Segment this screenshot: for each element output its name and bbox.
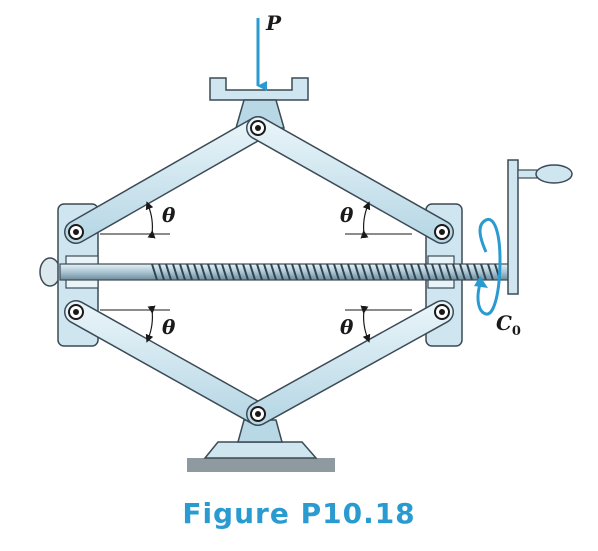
thread-mark xyxy=(256,263,263,281)
thread-mark xyxy=(291,263,298,281)
thread-mark xyxy=(298,263,305,281)
pin-bottom xyxy=(250,406,266,422)
jack-base xyxy=(187,419,335,472)
thread-mark xyxy=(333,263,340,281)
angle-label-lower-left: θ xyxy=(162,315,176,339)
pin-upper-right xyxy=(434,224,450,240)
thread-mark xyxy=(305,263,312,281)
thread-mark xyxy=(326,263,333,281)
thread-mark xyxy=(151,263,158,281)
thread-mark xyxy=(228,263,235,281)
thread-mark xyxy=(487,263,494,281)
crank-handle xyxy=(507,159,573,295)
angle-reference-lines xyxy=(100,233,412,311)
thread-mark xyxy=(375,263,382,281)
thread-mark xyxy=(396,263,403,281)
thread-mark xyxy=(403,263,410,281)
thread-mark xyxy=(473,263,480,281)
thread-mark xyxy=(249,263,256,281)
thread-mark xyxy=(214,263,221,281)
thread-mark xyxy=(172,263,179,281)
lower-left-link xyxy=(64,300,270,426)
thread-mark xyxy=(424,263,431,281)
thread-mark xyxy=(438,263,445,281)
pin-top xyxy=(250,120,266,136)
thread-mark xyxy=(431,263,438,281)
thread-mark xyxy=(340,263,347,281)
thread-mark xyxy=(410,263,417,281)
thread-mark xyxy=(417,263,424,281)
pin-lower-right xyxy=(434,304,450,320)
thread-mark xyxy=(382,263,389,281)
thread-mark xyxy=(466,263,473,281)
thread-mark xyxy=(480,263,487,281)
thread-mark xyxy=(452,263,459,281)
thread-mark xyxy=(221,263,228,281)
thread-mark xyxy=(277,263,284,281)
thread-mark xyxy=(347,263,354,281)
thread-mark xyxy=(459,263,466,281)
load-label: P xyxy=(265,11,282,35)
couple-label-main: C xyxy=(496,311,512,335)
couple-label: C0 xyxy=(496,311,521,339)
load-saddle xyxy=(209,77,309,129)
thread-mark xyxy=(193,263,200,281)
thread-mark xyxy=(284,263,291,281)
couple-label-subscript: 0 xyxy=(512,324,521,339)
upper-right-link xyxy=(246,116,454,244)
thread-mark xyxy=(312,263,319,281)
thread-mark xyxy=(179,263,186,281)
figure-caption: Figure P10.18 xyxy=(182,497,415,530)
thread-mark xyxy=(270,263,277,281)
lead-screw xyxy=(59,263,513,281)
thread-mark xyxy=(165,263,172,281)
angle-label-upper-right: θ xyxy=(340,203,354,227)
thread-mark xyxy=(235,263,242,281)
thread-mark xyxy=(242,263,249,281)
thread-mark xyxy=(207,263,214,281)
pin-joints xyxy=(68,120,450,422)
angle-label-upper-left: θ xyxy=(162,203,176,227)
thread-mark xyxy=(263,263,270,281)
couple-arrow xyxy=(474,217,502,316)
thread-mark xyxy=(186,263,193,281)
thread-mark xyxy=(354,263,361,281)
thread-mark xyxy=(445,263,452,281)
screw-threads xyxy=(151,263,501,281)
upper-left-link xyxy=(64,116,270,244)
angle-arcs xyxy=(145,201,371,343)
pin-upper-left xyxy=(68,224,84,240)
thread-mark xyxy=(319,263,326,281)
thread-mark xyxy=(200,263,207,281)
thread-mark xyxy=(158,263,165,281)
thread-mark xyxy=(389,263,396,281)
lower-right-link xyxy=(246,300,454,426)
pin-lower-left xyxy=(68,304,84,320)
thread-mark xyxy=(368,263,375,281)
thread-mark xyxy=(361,263,368,281)
angle-label-lower-right: θ xyxy=(340,315,354,339)
